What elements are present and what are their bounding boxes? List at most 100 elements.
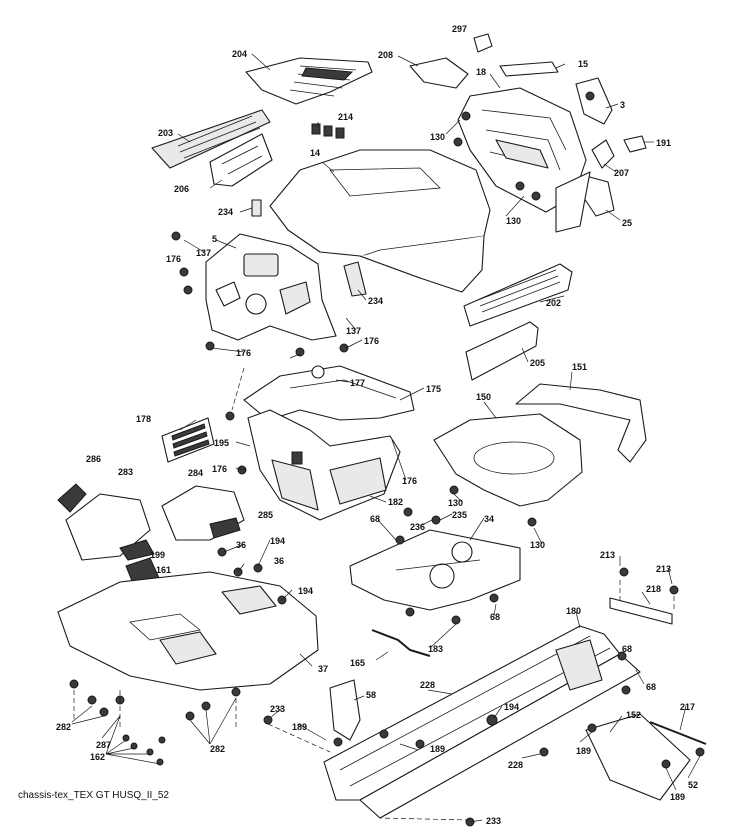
callout-175: 175 <box>426 384 441 394</box>
callout-191: 191 <box>656 138 671 148</box>
part-grille-bracket <box>209 133 273 187</box>
leader-lines <box>71 53 701 823</box>
callout-58: 58 <box>366 690 376 700</box>
callout-202: 202 <box>546 298 561 308</box>
callout-176: 176 <box>364 336 379 346</box>
callout-130: 130 <box>448 498 463 508</box>
part-seat-pan <box>433 413 583 507</box>
callout-labels: 297 204 208 15 18 3 214 203 130 191 14 2… <box>56 24 698 826</box>
callout-203: 203 <box>158 128 173 138</box>
part-decal-small <box>251 199 262 217</box>
callout-204: 204 <box>232 49 247 59</box>
callout-162: 162 <box>90 752 105 762</box>
part-hood <box>269 149 491 293</box>
part-side-piece <box>575 77 613 125</box>
part-frame-rails <box>323 625 641 819</box>
callout-235: 235 <box>452 510 467 520</box>
part-knob <box>473 33 493 53</box>
callout-68: 68 <box>490 612 500 622</box>
part-front-grille <box>463 263 573 327</box>
callout-189: 189 <box>292 722 307 732</box>
part-console <box>247 409 401 521</box>
callout-130: 130 <box>430 132 445 142</box>
callout-283: 283 <box>118 467 133 477</box>
part-cover-208 <box>409 57 469 89</box>
callout-194: 194 <box>298 586 313 596</box>
callout-52: 52 <box>688 780 698 790</box>
callout-180: 180 <box>566 606 581 616</box>
callout-282: 282 <box>56 722 71 732</box>
part-fender-pieces <box>57 483 245 561</box>
part-headlight-housing <box>457 87 587 213</box>
part-side-panel <box>555 171 591 233</box>
callout-130: 130 <box>530 540 545 550</box>
callout-205: 205 <box>530 358 545 368</box>
callout-151: 151 <box>572 362 587 372</box>
callout-176: 176 <box>212 464 227 474</box>
part-bracket-58 <box>329 679 361 741</box>
callout-218: 218 <box>646 584 661 594</box>
callout-176: 176 <box>402 476 417 486</box>
callout-18: 18 <box>476 67 486 77</box>
callout-214: 214 <box>338 112 353 122</box>
callout-228: 228 <box>508 760 523 770</box>
part-lens <box>623 135 647 153</box>
callout-178: 178 <box>136 414 151 424</box>
part-plate-152 <box>585 713 691 801</box>
part-hood-grille-left <box>151 109 271 169</box>
diagram-caption: chassis-tex_TEX GT HUSQ_II_52 <box>18 790 169 801</box>
callout-233: 233 <box>270 704 285 714</box>
callout-213: 213 <box>600 550 615 560</box>
callout-161: 161 <box>156 565 171 575</box>
callout-282: 282 <box>210 744 225 754</box>
callout-284: 284 <box>188 468 203 478</box>
callout-286: 286 <box>86 454 101 464</box>
callout-189: 189 <box>576 746 591 756</box>
callout-233: 233 <box>486 816 501 826</box>
callout-37: 37 <box>318 664 328 674</box>
part-hood-vent-cover <box>245 57 373 105</box>
callout-152: 152 <box>626 710 641 720</box>
callout-68: 68 <box>622 644 632 654</box>
callout-287: 287 <box>96 740 111 750</box>
part-crossbar <box>609 597 673 625</box>
part-clips <box>311 123 345 139</box>
callout-137: 137 <box>346 326 361 336</box>
callout-195: 195 <box>214 438 229 448</box>
callout-176: 176 <box>166 254 181 264</box>
callout-199: 199 <box>150 550 165 560</box>
callout-165: 165 <box>350 658 365 668</box>
part-rod-217 <box>649 721 707 745</box>
callout-25: 25 <box>622 218 632 228</box>
callout-5: 5 <box>212 234 217 244</box>
callout-213: 213 <box>656 564 671 574</box>
callout-207: 207 <box>614 168 629 178</box>
part-bumper <box>465 321 539 381</box>
callout-68: 68 <box>370 514 380 524</box>
callout-150: 150 <box>476 392 491 402</box>
part-dash-support <box>243 365 415 421</box>
part-fender-pan <box>57 571 319 691</box>
callout-236: 236 <box>410 522 425 532</box>
callout-234: 234 <box>218 207 233 217</box>
callout-194: 194 <box>270 536 285 546</box>
callout-36: 36 <box>274 556 284 566</box>
callout-234: 234 <box>368 296 383 306</box>
part-dash-panel <box>205 233 337 341</box>
callout-194: 194 <box>504 702 519 712</box>
part-mounting-plate <box>349 529 521 611</box>
callout-228: 228 <box>420 680 435 690</box>
callout-3: 3 <box>620 100 625 110</box>
callout-36: 36 <box>236 540 246 550</box>
part-vent-panel <box>161 417 215 463</box>
callout-137: 137 <box>196 248 211 258</box>
callout-189: 189 <box>670 792 685 802</box>
callout-15: 15 <box>578 59 588 69</box>
callout-189: 189 <box>430 744 445 754</box>
callout-285: 285 <box>258 510 273 520</box>
callout-208: 208 <box>378 50 393 60</box>
callout-68: 68 <box>646 682 656 692</box>
callout-177: 177 <box>350 378 365 388</box>
callout-217: 217 <box>680 702 695 712</box>
assembly-lines <box>73 367 675 821</box>
